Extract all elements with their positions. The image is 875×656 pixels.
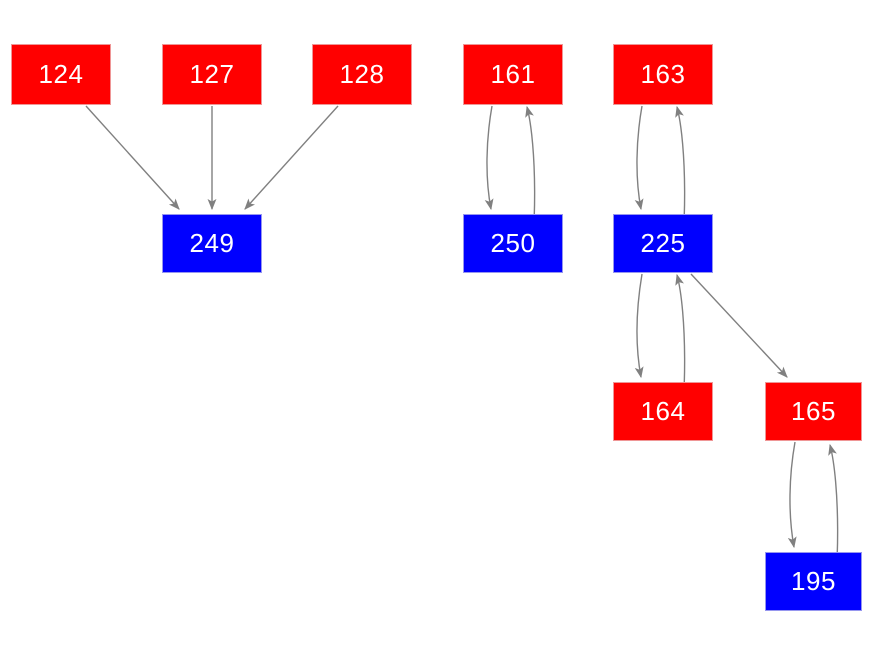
graph-node-label: 163 <box>640 58 686 89</box>
graph-node-label: 164 <box>640 395 686 426</box>
edge-124-to-249 <box>85 105 180 210</box>
graph-node-161[interactable]: 161 <box>463 44 563 105</box>
graph-node-124[interactable]: 124 <box>11 44 111 105</box>
graph-node-label: 128 <box>339 58 385 89</box>
graph-node-label: 225 <box>640 227 686 258</box>
graph-node-249[interactable]: 249 <box>162 214 262 273</box>
graph-node-label: 195 <box>791 565 836 596</box>
graph-node-165[interactable]: 165 <box>765 382 862 441</box>
graph-node-label: 249 <box>189 227 235 258</box>
edges-group <box>85 105 839 611</box>
graph-node-164[interactable]: 164 <box>613 382 713 441</box>
graph-node-label: 165 <box>791 395 836 426</box>
edge-161-to-250 <box>484 105 494 211</box>
edge-225-to-165 <box>690 273 788 378</box>
graph-node-label: 161 <box>490 58 536 89</box>
graph-node-195[interactable]: 195 <box>765 552 862 611</box>
edge-128-to-249 <box>244 105 339 210</box>
graph-node-250[interactable]: 250 <box>463 214 563 273</box>
graph-node-label: 127 <box>189 58 235 89</box>
graph-node-label: 250 <box>490 227 536 258</box>
graph-node-128[interactable]: 128 <box>312 44 412 105</box>
edge-163-to-225 <box>634 105 644 211</box>
graph-node-label: 124 <box>38 58 84 89</box>
graph-node-163[interactable]: 163 <box>613 44 713 105</box>
edge-225-to-164 <box>634 273 644 379</box>
graph-node-127[interactable]: 127 <box>162 44 262 105</box>
graph-node-225[interactable]: 225 <box>613 214 713 273</box>
edge-165-to-195 <box>787 441 797 549</box>
